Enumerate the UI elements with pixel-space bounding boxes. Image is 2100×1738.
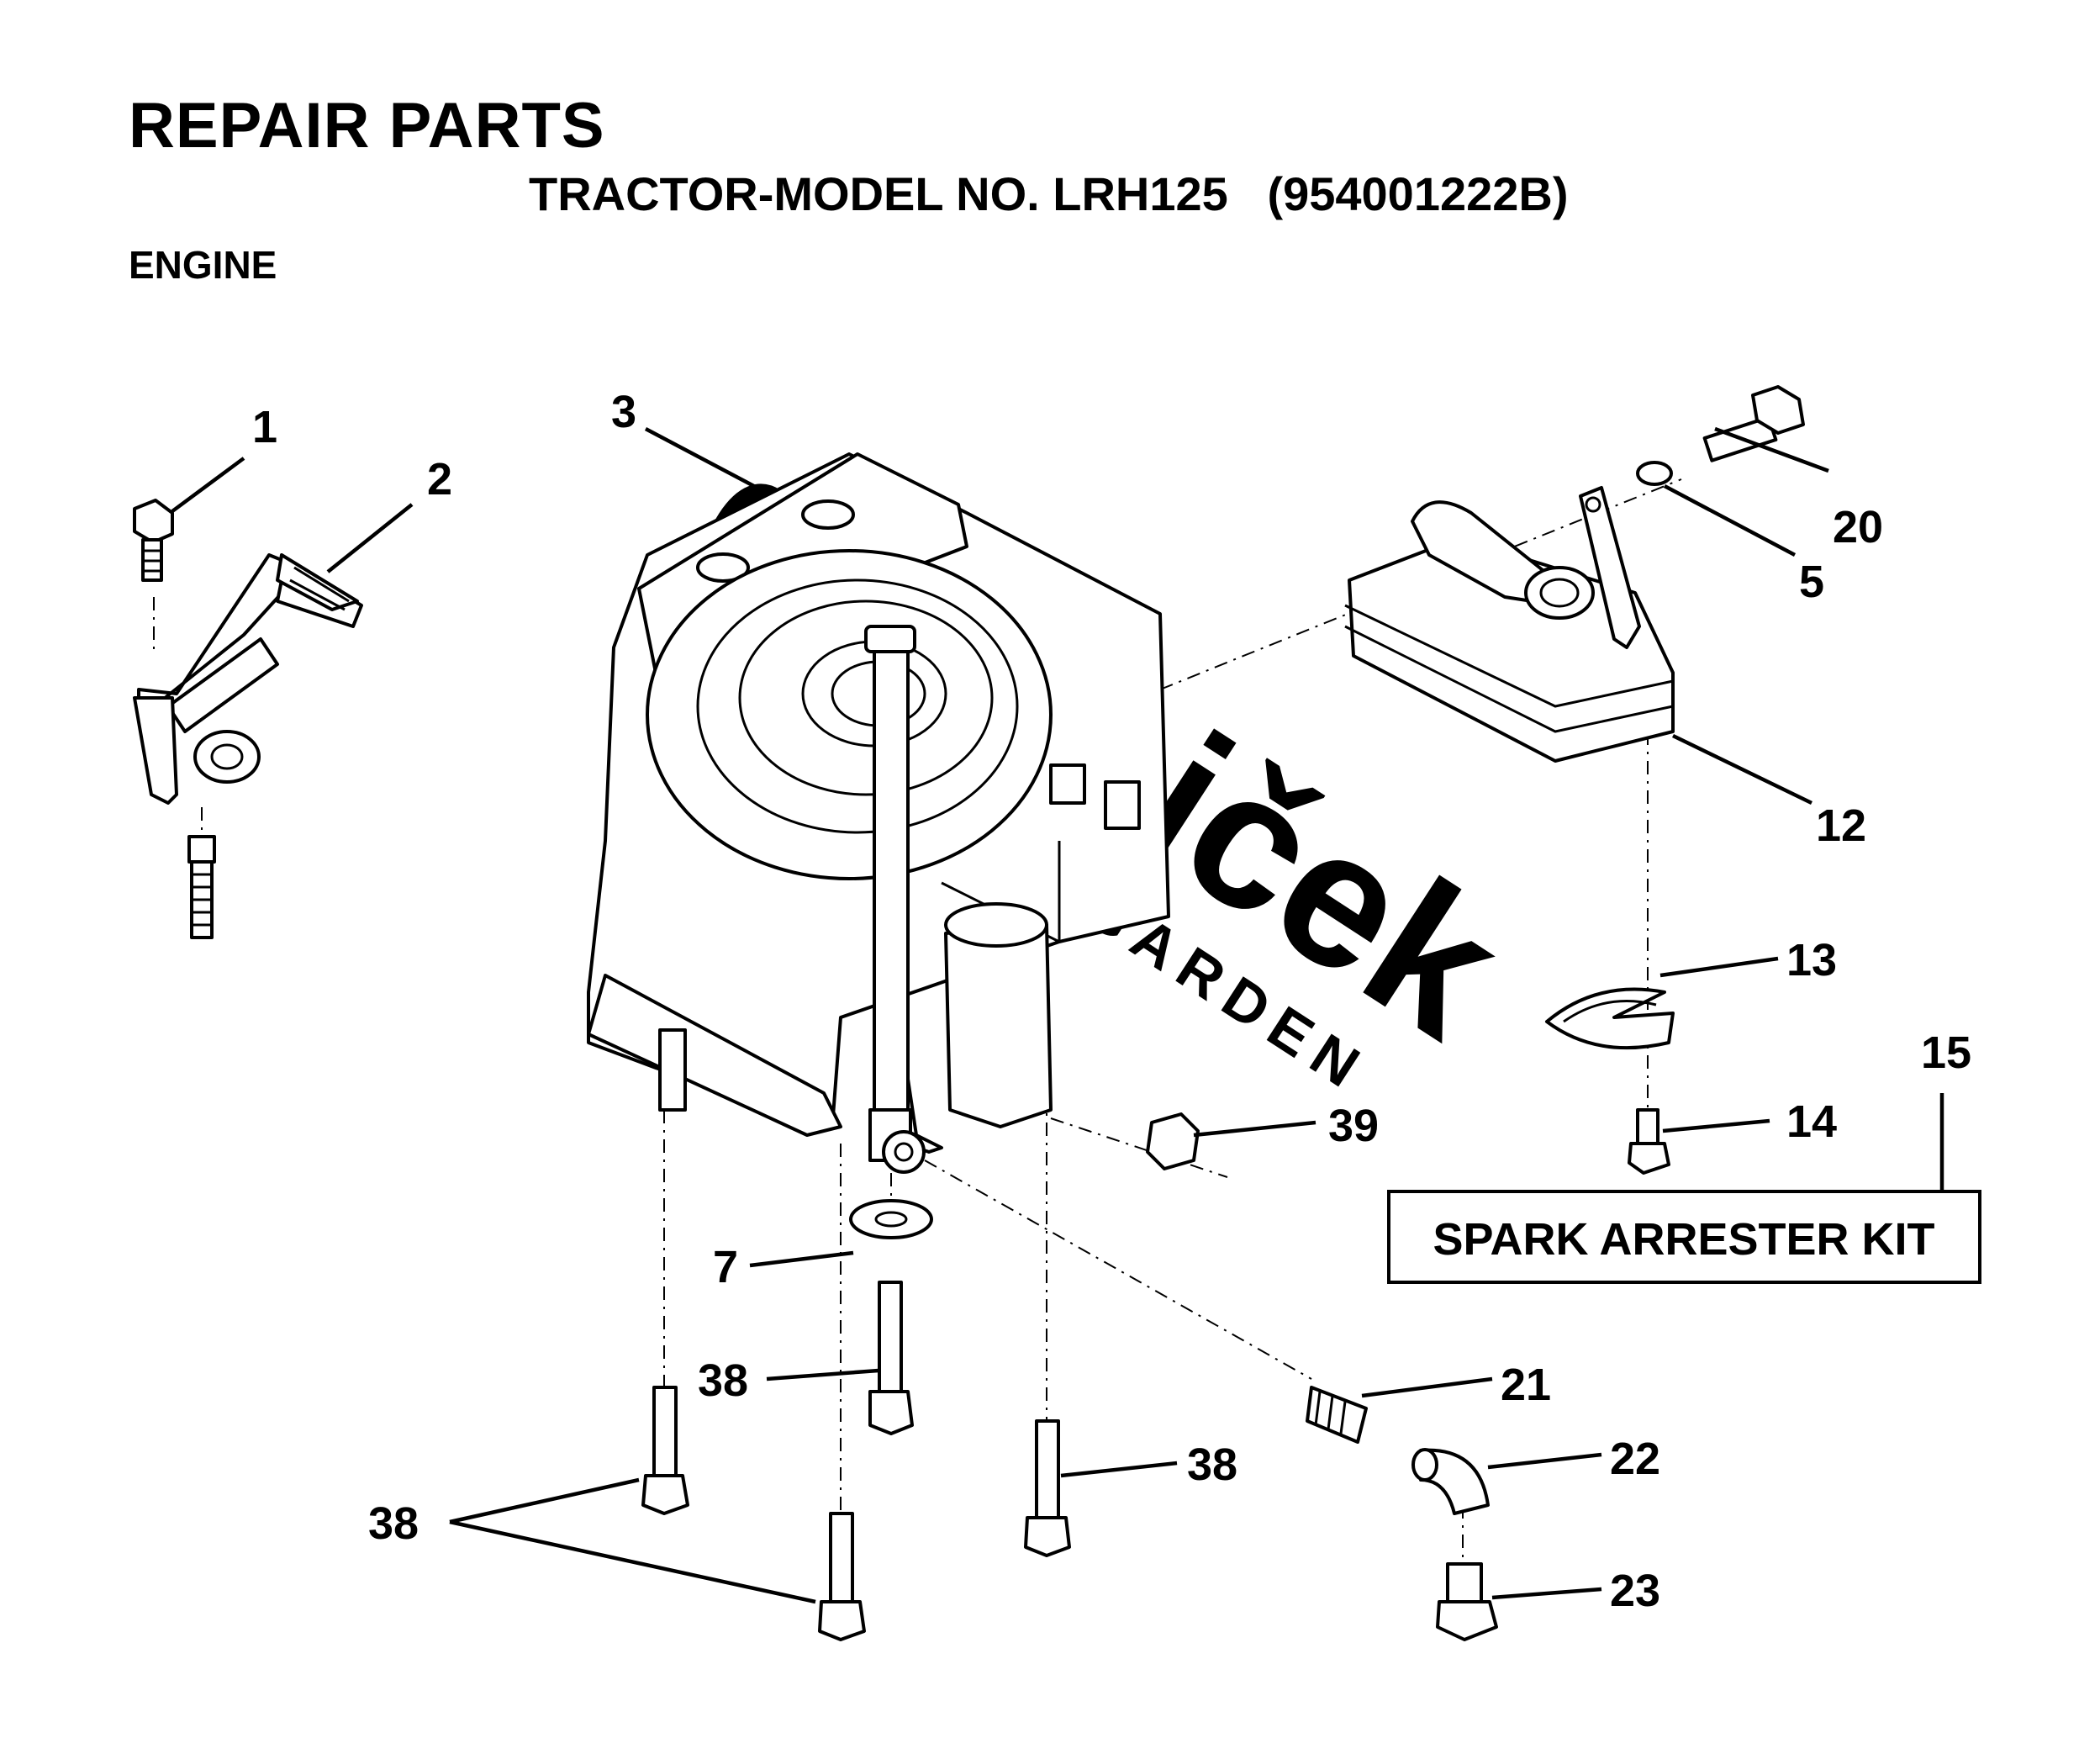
callout-21: 21 (1501, 1360, 1551, 1410)
page-title: REPAIR PARTS (129, 90, 605, 161)
model-number-line: TRACTOR-MODEL NO. LRH125 (954001222B) (529, 167, 1569, 220)
part-20-bolt (1702, 385, 1805, 462)
part-39-nut (1146, 1112, 1200, 1170)
part-22-elbow (1411, 1448, 1490, 1515)
callout-numbers: 1 2 3 20 5 12 13 15 14 39 7 38 21 22 38 … (252, 387, 1971, 1616)
part-3-engine (587, 452, 1170, 1174)
callout-20: 20 (1833, 502, 1883, 552)
callout-23: 23 (1610, 1566, 1660, 1616)
part-2-throttle-control (133, 553, 363, 939)
part-23-plug (1436, 1562, 1498, 1641)
callout-13: 13 (1786, 935, 1837, 985)
part-12-muffler (1344, 486, 1675, 763)
part-13-spark-arrester-screen (1545, 987, 1675, 1050)
callout-14: 14 (1786, 1096, 1837, 1147)
part-5-lock-washer (1636, 461, 1673, 486)
part-7-star-washer (849, 1199, 933, 1239)
callout-3: 3 (611, 387, 636, 437)
part-38-bolts (641, 1281, 1071, 1641)
spark-arrester-kit-box: SPARK ARRESTER KIT (1387, 1190, 1981, 1284)
section-heading: ENGINE (129, 243, 277, 287)
callout-38-a: 38 (698, 1355, 748, 1406)
part-21-pipe-nipple (1306, 1386, 1368, 1444)
callout-12: 12 (1816, 800, 1866, 851)
callout-38-c: 38 (368, 1498, 419, 1549)
spark-arrester-kit-label: SPARK ARRESTER KIT (1433, 1214, 1934, 1265)
callout-2: 2 (427, 454, 452, 504)
callout-7: 7 (713, 1242, 738, 1292)
callout-38-b: 38 (1187, 1440, 1237, 1490)
callout-5: 5 (1799, 557, 1824, 607)
part-1-bolt (133, 499, 174, 582)
leader-lines (171, 426, 1944, 1604)
callout-39: 39 (1328, 1101, 1379, 1151)
callout-22: 22 (1610, 1434, 1660, 1484)
callout-1: 1 (252, 402, 277, 452)
callout-15: 15 (1921, 1027, 1971, 1078)
part-14-screw (1628, 1108, 1670, 1175)
